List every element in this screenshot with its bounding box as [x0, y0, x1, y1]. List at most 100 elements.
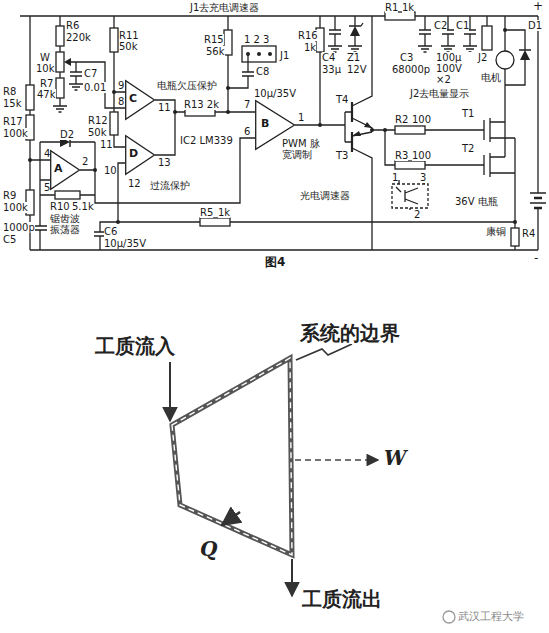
component-label: J2: [478, 52, 487, 63]
figure-label: Q: [200, 538, 217, 560]
component-label: 100: [412, 114, 431, 125]
component-label: D2: [60, 129, 74, 140]
component-label: 1k: [218, 207, 230, 218]
component-label: R9: [3, 190, 16, 201]
component-label: T2: [462, 143, 474, 154]
component-label: R11: [119, 30, 139, 41]
comparator: D过流保护: [125, 135, 155, 175]
component-label: IC2 LM339: [180, 135, 233, 146]
figure-label: 系统的边界: [300, 322, 400, 344]
mosfet-symbols: [484, 118, 490, 177]
component-label: 10μ/35V: [104, 238, 146, 249]
component-label: 68000p: [392, 64, 430, 75]
junction-dot: [318, 123, 322, 127]
component-label: 7: [244, 99, 250, 110]
component-label: 11: [100, 139, 113, 150]
component-label: 12V: [347, 64, 367, 75]
component-label: 0.01: [84, 82, 106, 93]
component-label: 10k: [36, 63, 55, 74]
potentiometer-symbol: [56, 52, 64, 72]
component-label: 1k: [304, 42, 316, 53]
boundary-leader: [296, 344, 352, 360]
connector-pin: [268, 52, 272, 56]
connector-j2: [482, 26, 492, 50]
resistor-symbol: [385, 12, 415, 20]
comparator: BPWM 脉宽调制: [255, 100, 295, 150]
component-label: 2: [82, 156, 88, 167]
component-label: C5: [3, 234, 16, 245]
transistor-bars: [351, 102, 353, 152]
component-label: R16: [298, 30, 318, 41]
component-label: T1: [462, 108, 474, 119]
component-label: 100: [412, 150, 431, 161]
component-label: R6: [66, 20, 79, 31]
figure-caption: 图4: [265, 256, 285, 269]
component-label: 8: [118, 96, 124, 107]
function-heading: PWM 脉宽调制: [282, 138, 326, 160]
component-label: 50k: [88, 127, 107, 138]
open-system-figure: [170, 344, 455, 623]
component-label: 100k: [3, 128, 28, 139]
component-label: 56k: [206, 46, 225, 57]
component-label: R3: [395, 150, 408, 161]
shunt-resistor: [511, 228, 519, 246]
component-label: 5.1k: [72, 201, 94, 212]
junction-dot: [28, 158, 32, 162]
component-label: 220k: [66, 32, 91, 43]
component-label: R2: [395, 114, 408, 125]
resistor-symbol: [110, 28, 118, 52]
junction-dot: [503, 28, 507, 32]
comparator-letter: D: [129, 148, 138, 160]
emitter-arrow: [352, 131, 361, 136]
comparator-letter: B: [261, 118, 269, 130]
resistor-symbol: [110, 112, 118, 135]
system-boundary: [172, 358, 292, 555]
component-label: 10μ/35V: [254, 88, 296, 99]
component-label: T3: [336, 150, 348, 161]
resistor-symbol: [200, 218, 230, 226]
component-label: +: [533, 0, 543, 13]
motor-symbol: [496, 51, 514, 69]
component-label: J1: [280, 50, 289, 61]
component-label: W: [40, 52, 50, 63]
function-heading: 锯齿波 振荡器: [50, 213, 92, 235]
component-label: 13: [158, 157, 171, 168]
wires: [20, 16, 538, 250]
component-label: R8: [3, 86, 16, 97]
comparator-letter: C: [129, 93, 137, 105]
component-label: T4: [336, 94, 348, 105]
component-label: 12: [128, 178, 141, 189]
connector-j1: [242, 46, 276, 62]
component-label: -: [534, 252, 538, 265]
outflow-arrow: [291, 559, 293, 596]
component-label: 15k: [3, 98, 22, 109]
zener-symbol: [350, 26, 360, 36]
resistor-symbol: [395, 126, 425, 134]
component-label: R5: [200, 207, 213, 218]
figure-label: 工质流出: [302, 588, 382, 610]
component-label: 4: [44, 148, 50, 159]
resistor-symbol: [56, 78, 64, 98]
component-label: R15: [204, 34, 224, 45]
system-boundary: [172, 358, 292, 555]
comparator: A锯齿波 振荡器: [50, 150, 80, 190]
component-label: C3: [400, 52, 413, 63]
resistor-symbol: [224, 30, 232, 55]
diode-symbol: [520, 50, 530, 60]
inflow-arrow: [169, 362, 171, 421]
junction-dot: [513, 220, 517, 224]
component-label: 电机: [481, 72, 501, 83]
component-label: R7: [40, 78, 53, 89]
resistor-symbol: [395, 161, 425, 169]
component-label: R12: [88, 115, 108, 126]
function-heading: 过流保护: [150, 180, 200, 191]
junction-dot: [226, 86, 230, 90]
component-label: 光电调速器: [300, 190, 350, 201]
capacitor-plates: [33, 30, 476, 236]
component-label: 5: [44, 182, 50, 193]
junction-dot: [116, 220, 120, 224]
component-label: R13 2k: [184, 99, 219, 110]
work-arrow: [295, 459, 378, 461]
component-label: R4: [522, 228, 535, 239]
comparator: C电瓶欠压保护: [125, 80, 155, 120]
